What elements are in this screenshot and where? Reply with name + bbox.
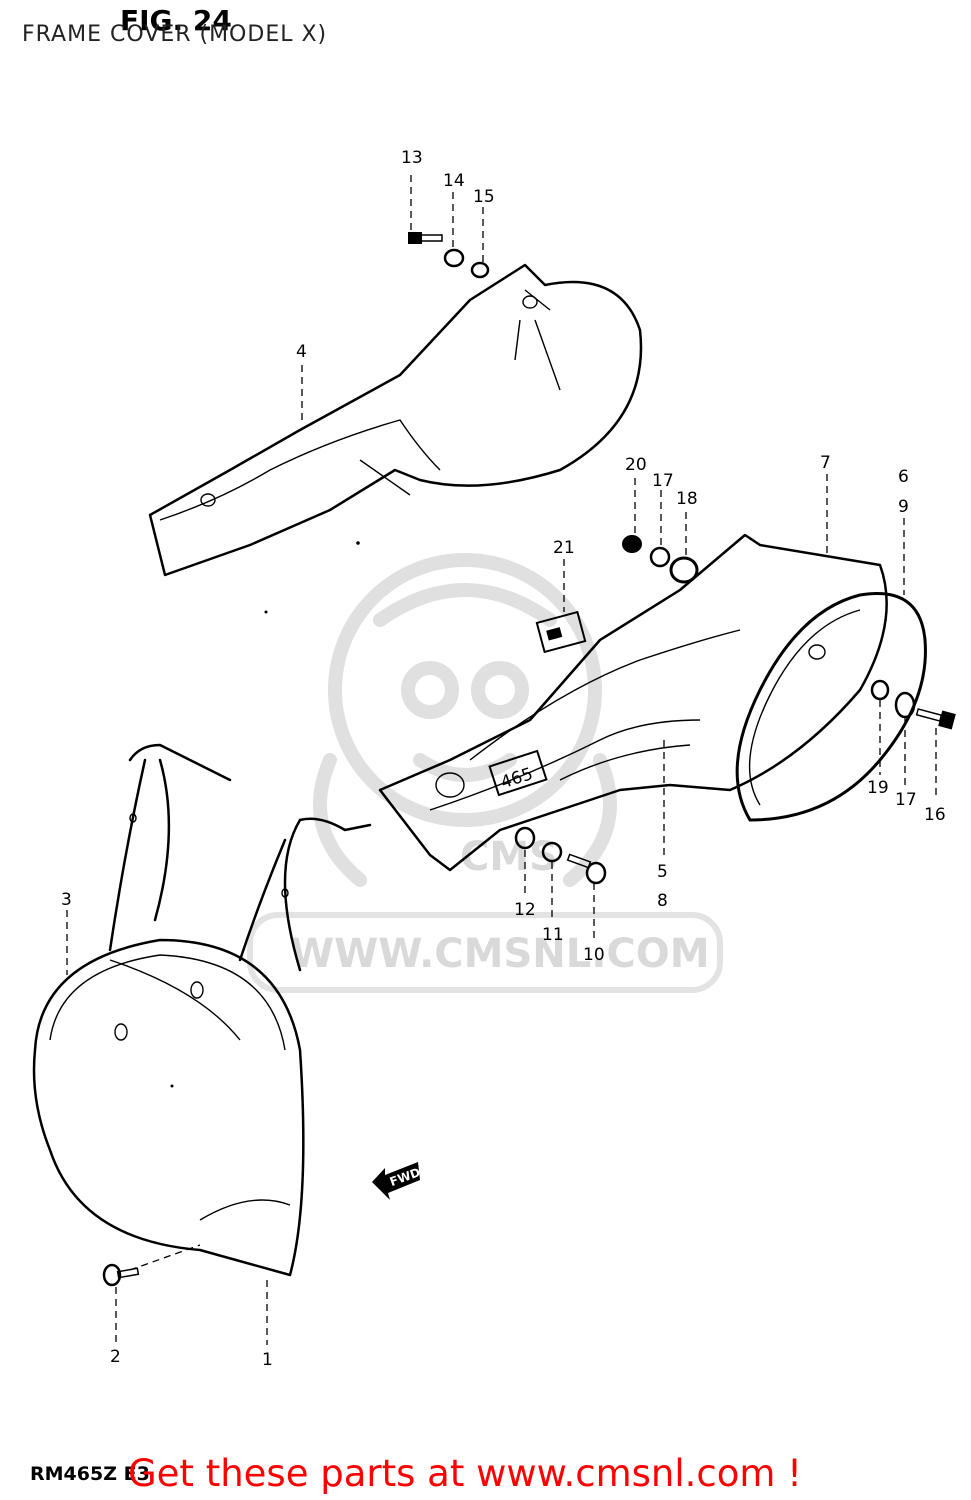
callout-2: 2 bbox=[110, 1347, 121, 1367]
figure-label: FIG. 24 bbox=[120, 4, 232, 37]
callout-14: 14 bbox=[443, 171, 465, 191]
part-15-collar bbox=[470, 261, 490, 279]
callout-10: 10 bbox=[583, 945, 605, 965]
part-1-number-plate bbox=[32, 938, 305, 1277]
part-13-bolt bbox=[408, 232, 443, 244]
part-5-side-cover: 465 bbox=[378, 533, 888, 872]
leader-lines bbox=[66, 175, 937, 1345]
callout-8: 8 bbox=[657, 891, 668, 911]
part-17-washer-upper bbox=[649, 546, 671, 568]
cmsnl-watermark: CMS WWW.CMSNL.COM bbox=[247, 553, 723, 993]
callout-13: 13 bbox=[401, 148, 423, 168]
callout-21: 21 bbox=[553, 538, 575, 558]
part-20-nut bbox=[622, 535, 642, 553]
part-14-washer bbox=[443, 248, 465, 268]
callout-labels: 13 14 15 4 20 17 18 7 6 9 21 19 17 16 5 … bbox=[61, 148, 946, 1370]
callout-19: 18 bbox=[676, 489, 698, 509]
promo-link[interactable]: Get these parts at www.cmsnl.com ! bbox=[128, 1452, 803, 1495]
part-12-collar bbox=[514, 826, 536, 850]
callout-1: 1 bbox=[262, 1350, 273, 1370]
part-17-washer-lower bbox=[894, 691, 916, 719]
callout-7: 7 bbox=[820, 453, 831, 473]
front-direction-arrow: FWD bbox=[372, 1162, 422, 1200]
model-code: RM465Z E3 bbox=[30, 1463, 150, 1485]
callout-17a: 17 bbox=[652, 471, 674, 491]
callout-11: 11 bbox=[542, 925, 564, 945]
page-title: FRAME COVER (MODEL X) bbox=[22, 22, 328, 47]
callout-6: 6 bbox=[898, 467, 909, 487]
callout-16: 16 bbox=[924, 805, 946, 825]
part-6-seal-ring bbox=[735, 592, 927, 822]
part-19-grommet bbox=[669, 556, 699, 584]
callout-12: 12 bbox=[514, 900, 536, 920]
part-21-label bbox=[535, 610, 587, 654]
part-3-number-plate-frame bbox=[108, 743, 372, 972]
part-11-washer bbox=[541, 841, 563, 863]
part-2-screw bbox=[102, 1263, 140, 1287]
callout-17b: 17 bbox=[895, 790, 917, 810]
callout-9: 9 bbox=[898, 497, 909, 517]
callout-3: 3 bbox=[61, 890, 72, 910]
watermark-logo-text: CMS bbox=[460, 834, 558, 880]
callout-4: 4 bbox=[296, 342, 307, 362]
callout-15: 15 bbox=[473, 187, 495, 207]
callout-18: 19 bbox=[867, 778, 889, 798]
watermark-text: WWW.CMSNL.COM bbox=[290, 931, 710, 977]
callout-5: 5 bbox=[657, 862, 668, 882]
part-18-collar bbox=[870, 679, 890, 701]
part-16-bolt bbox=[915, 708, 956, 730]
part-10-screw bbox=[566, 853, 607, 885]
part-4-frame-cover-upper bbox=[148, 263, 643, 577]
callout-20: 20 bbox=[625, 455, 647, 475]
